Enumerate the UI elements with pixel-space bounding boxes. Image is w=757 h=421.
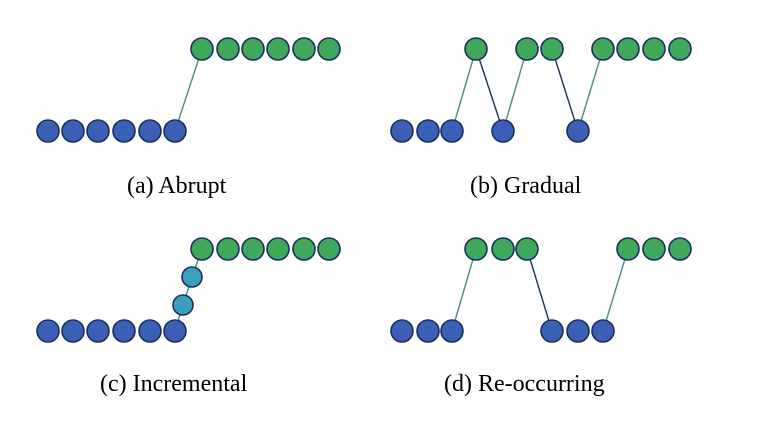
panel-reoccurring <box>390 237 692 343</box>
old-concept-node <box>86 319 110 343</box>
new-concept-node <box>190 37 214 61</box>
old-concept-node <box>540 319 564 343</box>
connector-line <box>551 48 579 132</box>
old-concept-node <box>138 119 162 143</box>
connector-line <box>174 48 203 132</box>
old-concept-node <box>61 319 85 343</box>
panel-abrupt <box>36 37 341 143</box>
old-concept-node <box>390 319 414 343</box>
connector-line <box>526 248 553 332</box>
new-concept-node <box>241 237 265 261</box>
new-concept-node <box>266 237 290 261</box>
new-concept-node <box>241 37 265 61</box>
intermediate-concept-node <box>181 266 203 288</box>
old-concept-node <box>591 319 615 343</box>
new-concept-node <box>642 237 666 261</box>
new-concept-node <box>491 237 515 261</box>
new-concept-node <box>292 237 316 261</box>
new-concept-node <box>292 37 316 61</box>
old-concept-node <box>416 319 440 343</box>
new-concept-node <box>515 37 539 61</box>
old-concept-node <box>36 119 60 143</box>
new-concept-node <box>464 237 488 261</box>
new-concept-node <box>216 237 240 261</box>
old-concept-node <box>440 119 464 143</box>
caption-gradual: (b) Gradual <box>470 173 582 199</box>
old-concept-node <box>163 319 187 343</box>
new-concept-node <box>464 37 488 61</box>
old-concept-node <box>440 319 464 343</box>
old-concept-node <box>36 319 60 343</box>
panel-gradual <box>390 37 692 143</box>
new-concept-node <box>616 37 640 61</box>
old-concept-node <box>138 319 162 343</box>
new-concept-node <box>668 237 692 261</box>
connector-line <box>451 248 477 332</box>
caption-reoccurring: (d) Re-occurring <box>444 371 605 397</box>
new-concept-node <box>190 237 214 261</box>
old-concept-node <box>163 119 187 143</box>
old-concept-node <box>61 119 85 143</box>
old-concept-node <box>112 119 136 143</box>
old-concept-node <box>112 319 136 343</box>
connector-line <box>502 48 528 132</box>
new-concept-node <box>616 237 640 261</box>
new-concept-node <box>216 37 240 61</box>
new-concept-node <box>540 37 564 61</box>
old-concept-node <box>566 119 590 143</box>
new-concept-node <box>515 237 539 261</box>
caption-abrupt: (a) Abrupt <box>127 173 227 199</box>
old-concept-node <box>86 119 110 143</box>
old-concept-node <box>491 119 515 143</box>
intermediate-concept-node <box>172 294 194 316</box>
connector-line <box>602 248 629 332</box>
old-concept-node <box>390 119 414 143</box>
connector-line <box>577 48 604 132</box>
new-concept-node <box>317 237 341 261</box>
connector-line <box>475 48 504 132</box>
new-concept-node <box>317 37 341 61</box>
connector-line <box>451 48 477 132</box>
new-concept-node <box>668 37 692 61</box>
new-concept-node <box>266 37 290 61</box>
caption-incremental: (c) Incremental <box>100 371 248 397</box>
new-concept-node <box>591 37 615 61</box>
old-concept-node <box>566 319 590 343</box>
old-concept-node <box>416 119 440 143</box>
new-concept-node <box>642 37 666 61</box>
panel-incremental <box>36 237 341 343</box>
